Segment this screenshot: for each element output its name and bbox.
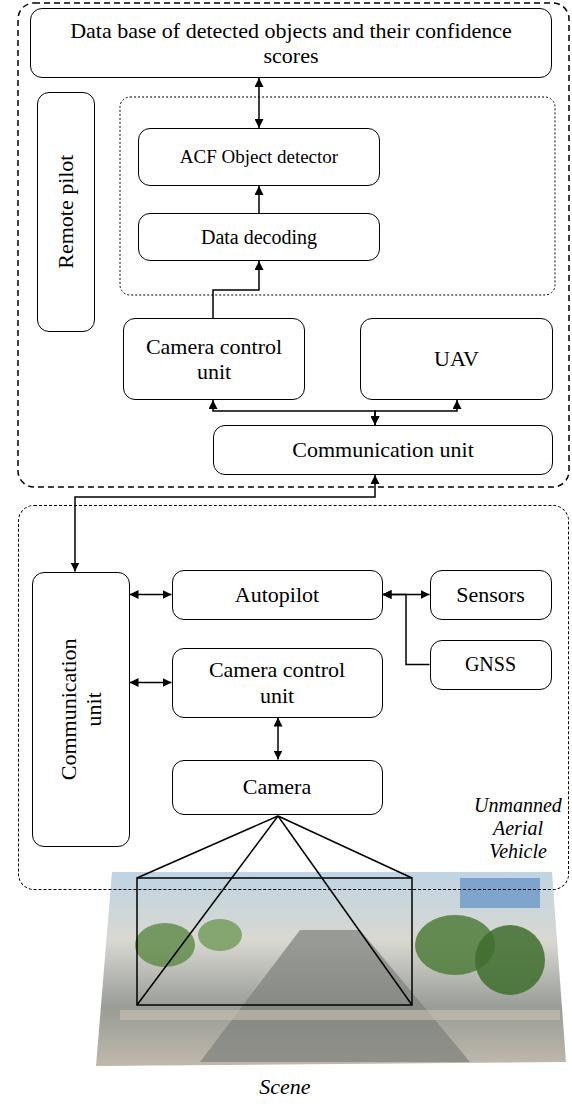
sensors-box: Sensors [430,570,552,620]
connector-arrow [130,682,172,684]
communication-box: Communication unit [213,425,553,475]
connector-arrow [277,718,279,760]
processing-frame [120,97,555,295]
box-label: UAV [434,346,479,371]
box-label: Sensors [456,582,524,607]
decoder-box: Data decoding [138,213,380,261]
autopilot-box: Autopilot [172,570,383,620]
region-label: Unmanned Aerial Vehicle [472,794,564,863]
camera-control-box: Camera control unit [172,648,383,718]
box-label: Camera control unit [139,334,289,385]
connector-arrow [213,400,375,425]
box-label: Data base of detected objects and their … [51,18,531,69]
connector-arrow [258,186,260,213]
scene-caption: Scene [235,1074,335,1100]
uav-region: Unmanned Aerial Vehicle Communication uni… [18,505,569,890]
box-label: ACF Object detector [180,146,338,168]
scene-image [96,872,566,1066]
box-label: Autopilot [235,582,319,607]
connector-arrow [213,261,259,318]
box-label: Remote pilot [53,155,78,269]
pilot-box: Remote pilot [37,92,95,332]
detector-box: ACF Object detector [138,128,380,186]
box-label: Data decoding [201,226,317,249]
connector-arrow [375,400,457,425]
uav-control-box: UAV [360,318,553,400]
box-label: Camera [243,774,311,799]
database-box: Data base of detected objects and their … [30,8,552,78]
camera-box: Camera [172,760,383,815]
box-label: Camera control unit [192,657,362,708]
box-label: GNSS [465,653,516,676]
box-label: Communication unit [55,634,106,784]
camera-view-pyramid [137,816,412,1005]
connector-arrow [130,594,172,596]
camera-control-box: Camera control unit [123,318,305,400]
gnss-box: GNSS [430,640,552,690]
connector-arrow [258,78,260,128]
connector-arrow [75,475,375,572]
communication-box: Communication unit [32,572,130,847]
box-label: Communication unit [292,437,474,462]
ground-station-frame [18,3,569,487]
connector-arrow [383,595,430,665]
